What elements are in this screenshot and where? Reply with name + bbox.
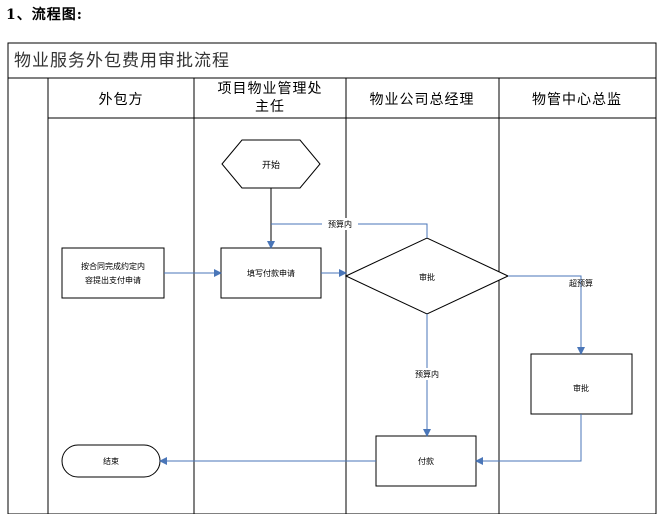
submit-request-node xyxy=(61,247,165,299)
lane-header-property-office-line2: 主任 xyxy=(255,99,285,115)
over-budget-arrow xyxy=(508,275,585,355)
within-budget-down-label-bg xyxy=(407,368,447,380)
lane-header-property-office: 项目物业管理处 xyxy=(218,81,323,97)
director-review-node xyxy=(530,353,633,415)
submit-request-label-line2: 容提出支付申请 xyxy=(85,275,141,285)
section-title: 1、流程图: xyxy=(6,7,83,23)
director-to-payment-arrow xyxy=(475,414,582,465)
payment-node xyxy=(375,435,477,487)
end-node-label: 结束 xyxy=(103,456,119,466)
within-budget-top-label: 预算内 xyxy=(328,219,352,229)
over-budget-label: 超预算 xyxy=(569,278,593,288)
payment-label: 付款 xyxy=(418,456,434,466)
director-review-label: 审批 xyxy=(573,383,589,393)
start-node-label: 开始 xyxy=(262,159,280,171)
lane-header-contractor: 外包方 xyxy=(99,92,144,108)
within-budget-down-label: 预算内 xyxy=(415,369,439,379)
diagram-title: 物业服务外包费用审批流程 xyxy=(14,51,230,71)
fill-payment-form-node xyxy=(220,247,322,299)
lane-header-general-manager: 物业公司总经理 xyxy=(370,92,475,108)
within-budget-top-label-bg xyxy=(322,218,358,230)
start-node xyxy=(221,139,321,189)
fill-payment-form-label: 填写付款申请 xyxy=(247,268,295,278)
gm-review-label: 审批 xyxy=(419,272,435,282)
submit-request-label-line1: 按合同完成约定内 xyxy=(81,261,145,271)
diagram-frame xyxy=(7,42,657,514)
lane-header-center-director: 物管中心总监 xyxy=(532,92,622,108)
